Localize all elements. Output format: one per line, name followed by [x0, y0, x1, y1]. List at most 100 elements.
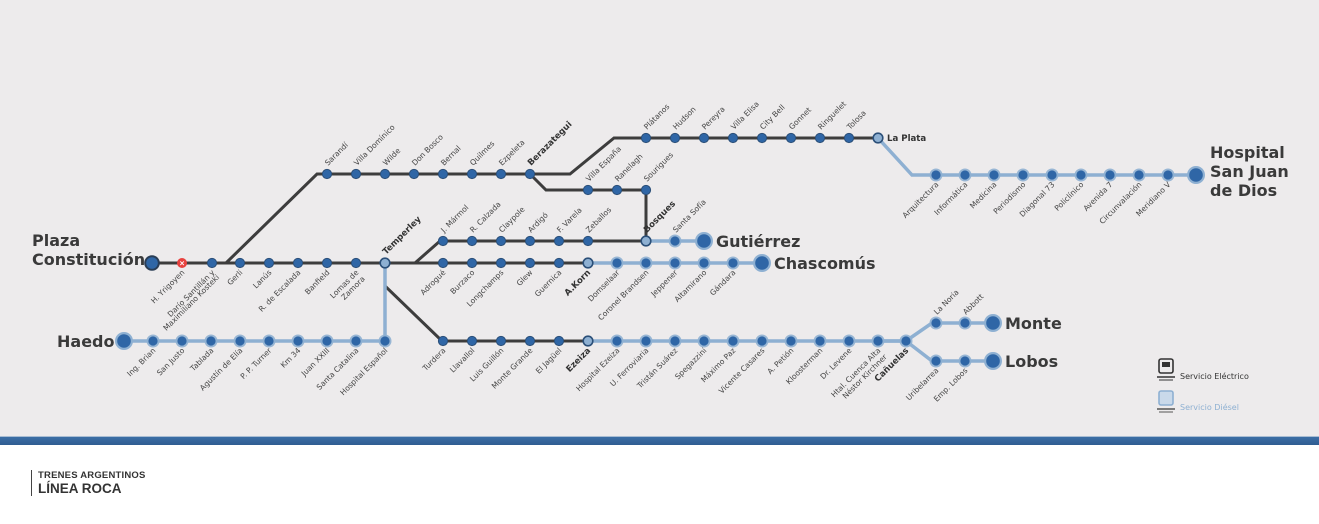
station-htal-cuenca-alta-nestor-kirchner[interactable]: [871, 334, 885, 348]
station-medicina[interactable]: [987, 168, 1001, 182]
terminal-plaza-constitucion[interactable]: [144, 255, 160, 271]
station-turdera[interactable]: [437, 335, 449, 347]
station-zeballos[interactable]: [582, 235, 594, 247]
station-periodismo[interactable]: [1016, 168, 1030, 182]
station-uribelarrea[interactable]: [929, 354, 943, 368]
station-a-petion[interactable]: [784, 334, 798, 348]
station-label: Policlínico: [1053, 180, 1086, 213]
station-burzaco[interactable]: [466, 257, 478, 269]
station-berazategui[interactable]: [524, 168, 536, 180]
station-coronel-brandsen[interactable]: [639, 256, 653, 270]
station-hospital-espanol[interactable]: [378, 334, 392, 348]
station-label: Turdera: [420, 346, 447, 373]
station-vicente-casares[interactable]: [755, 334, 769, 348]
station-santa-sofia[interactable]: [668, 234, 682, 248]
station-tolosa[interactable]: [843, 132, 855, 144]
station-avenida-7[interactable]: [1103, 168, 1117, 182]
station-ringuelet[interactable]: [814, 132, 826, 144]
station-ardigo[interactable]: [524, 235, 536, 247]
station-h-yrigoyen[interactable]: ×: [177, 258, 187, 268]
station-canuelas[interactable]: [899, 334, 913, 348]
terminal-monte[interactable]: [984, 314, 1002, 332]
station-san-justo[interactable]: [175, 334, 189, 348]
station-kloosterman[interactable]: [813, 334, 827, 348]
station-maximo-paz[interactable]: [726, 334, 740, 348]
station-ezeiza[interactable]: [582, 335, 594, 347]
station-la-plata[interactable]: [872, 132, 884, 144]
station-city-bell[interactable]: [756, 132, 768, 144]
station-sourigues[interactable]: [640, 184, 652, 196]
station-label: Zeballos: [584, 205, 613, 234]
station-spegazzini[interactable]: [697, 334, 711, 348]
station-r-calzada[interactable]: [466, 235, 478, 247]
lobos-line: [904, 339, 993, 363]
station-sarandi[interactable]: [321, 168, 333, 180]
station-villa-espana[interactable]: [582, 184, 594, 196]
station-a-korn[interactable]: [582, 257, 594, 269]
station-gerli[interactable]: [234, 257, 246, 269]
station-guernica[interactable]: [553, 257, 565, 269]
station-gandara[interactable]: [726, 256, 740, 270]
station-abbott[interactable]: [958, 316, 972, 330]
station-emp-lobos[interactable]: [958, 354, 972, 368]
station-hospital-ezeiza[interactable]: [610, 334, 624, 348]
station-bernal[interactable]: [437, 168, 449, 180]
station-label: Wilde: [381, 146, 402, 167]
station-ranelagh[interactable]: [611, 184, 623, 196]
station-don-bosco[interactable]: [408, 168, 420, 180]
station-tablada[interactable]: [204, 334, 218, 348]
station-informatica[interactable]: [958, 168, 972, 182]
terminal-chascomus[interactable]: [753, 254, 771, 272]
header-bar-divider: [0, 436, 1319, 445]
terminal-haedo[interactable]: [115, 332, 133, 350]
station-monte-grande[interactable]: [524, 335, 536, 347]
station-juan-xxiii[interactable]: [320, 334, 334, 348]
station-temperley[interactable]: [379, 257, 391, 269]
station-km-34[interactable]: [291, 334, 305, 348]
station-arquitectura[interactable]: [929, 168, 943, 182]
station-meridiano-v[interactable]: [1161, 168, 1175, 182]
station-adrogue[interactable]: [437, 257, 449, 269]
station-platanos[interactable]: [640, 132, 652, 144]
station-dr-levene[interactable]: [842, 334, 856, 348]
terminal-hospital-san-juan-de-dios[interactable]: [1187, 166, 1205, 184]
station-agustin-de-elia[interactable]: [233, 334, 247, 348]
station-altamirano[interactable]: [697, 256, 711, 270]
station-diagonal-73[interactable]: [1045, 168, 1059, 182]
station-longchamps[interactable]: [495, 257, 507, 269]
station-bosques[interactable]: [640, 235, 652, 247]
station-wilde[interactable]: [379, 168, 391, 180]
station-dario-santillan-y-maximiliano-kosteki[interactable]: [206, 257, 218, 269]
station-r-de-escalada[interactable]: [292, 257, 304, 269]
station-gonnet[interactable]: [785, 132, 797, 144]
station-tristan-suarez[interactable]: [668, 334, 682, 348]
station-p-p-turner[interactable]: [262, 334, 276, 348]
station-label: La Noria: [932, 288, 961, 317]
station-claypole[interactable]: [495, 235, 507, 247]
station-la-noria[interactable]: [929, 316, 943, 330]
terminal-lobos[interactable]: [984, 352, 1002, 370]
station-ing-brian[interactable]: [146, 334, 160, 348]
station-lanus[interactable]: [263, 257, 275, 269]
station-santa-catalina[interactable]: [349, 334, 363, 348]
station-lomas-de-zamora[interactable]: [350, 257, 362, 269]
station-pereyra[interactable]: [698, 132, 710, 144]
station-jeppener[interactable]: [668, 256, 682, 270]
station-ezpeleta[interactable]: [495, 168, 507, 180]
station-villa-dominico[interactable]: [350, 168, 362, 180]
station-el-jaguel[interactable]: [553, 335, 565, 347]
station-policlinico[interactable]: [1074, 168, 1088, 182]
station-j-marmol[interactable]: [437, 235, 449, 247]
station-f-varela[interactable]: [553, 235, 565, 247]
station-glew[interactable]: [524, 257, 536, 269]
station-villa-elisa[interactable]: [727, 132, 739, 144]
station-domselaar[interactable]: [610, 256, 624, 270]
station-circunvalacion[interactable]: [1132, 168, 1146, 182]
terminal-gutierrez[interactable]: [695, 232, 713, 250]
station-banfield[interactable]: [321, 257, 333, 269]
station-quilmes[interactable]: [466, 168, 478, 180]
station-luis-guillon[interactable]: [495, 335, 507, 347]
station-hudson[interactable]: [669, 132, 681, 144]
station-llavallol[interactable]: [466, 335, 478, 347]
station-u-ferroviaria[interactable]: [639, 334, 653, 348]
